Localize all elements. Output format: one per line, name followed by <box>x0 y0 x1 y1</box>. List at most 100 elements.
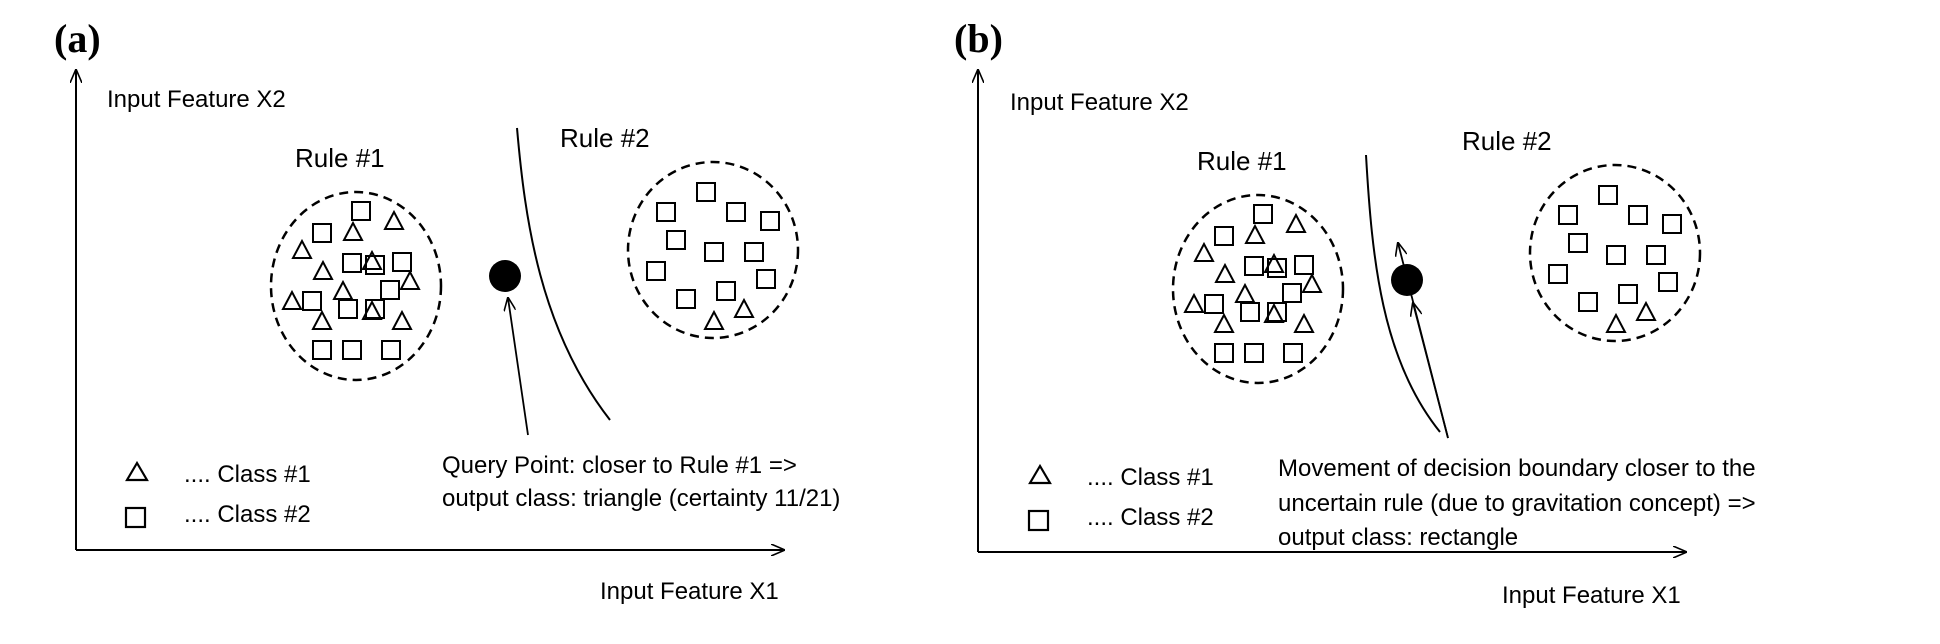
class-2-square <box>704 242 724 262</box>
class-1-triangle <box>361 299 383 320</box>
class-2-square <box>1244 343 1264 363</box>
class-1-triangle <box>1301 272 1323 293</box>
class-2-square <box>666 230 686 250</box>
class-1-triangle <box>1285 212 1307 233</box>
class-2-square <box>1548 264 1568 284</box>
class-2-square <box>726 202 746 222</box>
legend: .... Class #1 .... Class #2 <box>1027 463 1214 532</box>
class-2-square <box>312 340 332 360</box>
x-axis-label: Input Feature X1 <box>1502 582 1681 609</box>
decision-boundary <box>1365 154 1441 433</box>
decision-boundary <box>516 127 611 421</box>
class-2-square <box>1658 272 1678 292</box>
class-2-square <box>1628 205 1648 225</box>
class-1-triangle <box>1214 262 1236 283</box>
class-2-square <box>656 202 676 222</box>
class-1-triangle <box>1605 312 1627 333</box>
class-2-square <box>342 253 362 273</box>
class-1-triangle <box>391 309 413 330</box>
class-1-triangle <box>1183 292 1205 313</box>
class-2-square <box>351 201 371 221</box>
panel-b: (b) Input Feature X2 Input Feature X1 Ru… <box>954 16 1756 609</box>
class-2-square <box>1244 256 1264 276</box>
rule-1-points <box>281 201 421 360</box>
class-2-square <box>338 299 358 319</box>
class-2-square <box>1204 294 1224 314</box>
class-2-square <box>1646 245 1666 265</box>
class-2-square <box>312 223 332 243</box>
class-2-square <box>1214 343 1234 363</box>
query-point-arrow <box>508 298 529 436</box>
annotation-line-1: Query Point: closer to Rule #1 => <box>442 452 797 479</box>
class-2-square <box>380 280 400 300</box>
legend-class-1: .... Class #1 <box>184 461 311 488</box>
class-2-square <box>342 340 362 360</box>
class-2-square <box>392 252 412 272</box>
class-1-triangle <box>1635 300 1657 321</box>
y-axis-label: Input Feature X2 <box>1010 89 1189 116</box>
rule-2-points <box>1548 185 1682 333</box>
class-1-triangle <box>703 309 725 330</box>
boundary-movement-arrow <box>1398 243 1449 439</box>
class-2-square <box>302 291 322 311</box>
class-1-triangle <box>311 309 333 330</box>
class-1-triangle <box>1244 223 1266 244</box>
square-icon <box>124 506 147 529</box>
class-1-triangle <box>733 297 755 318</box>
rule-2-points <box>646 182 780 330</box>
class-1-triangle <box>1293 312 1315 333</box>
class-1-triangle <box>1263 252 1285 273</box>
class-2-square <box>646 261 666 281</box>
class-2-square <box>1558 205 1578 225</box>
class-1-triangle <box>1193 241 1215 262</box>
query-point <box>489 260 521 292</box>
class-2-square <box>1568 233 1588 253</box>
class-1-triangle <box>342 220 364 241</box>
rule-1-points <box>1183 204 1323 363</box>
annotation-line-2: uncertain rule (due to gravitation conce… <box>1278 490 1756 517</box>
class-1-triangle <box>399 269 421 290</box>
panel-label: (b) <box>954 16 1003 61</box>
class-2-square <box>1578 292 1598 312</box>
triangle-icon <box>125 460 149 482</box>
x-axis-label: Input Feature X1 <box>600 578 779 605</box>
annotation-line-1: Movement of decision boundary closer to … <box>1278 455 1756 482</box>
class-2-square <box>1662 214 1682 234</box>
class-2-square <box>1294 255 1314 275</box>
class-1-triangle <box>291 238 313 259</box>
class-1-triangle <box>1263 302 1285 323</box>
legend-class-2: .... Class #2 <box>1087 504 1214 531</box>
y-axis-label: Input Feature X2 <box>107 86 286 113</box>
class-1-triangle <box>361 249 383 270</box>
rule-2-region <box>1528 163 1702 343</box>
class-2-square <box>381 340 401 360</box>
class-2-square <box>1598 185 1618 205</box>
class-2-square <box>676 289 696 309</box>
class-2-square <box>760 211 780 231</box>
class-2-square <box>756 269 776 289</box>
class-2-square <box>1618 284 1638 304</box>
class-2-square <box>716 281 736 301</box>
rule-2-region <box>626 160 800 340</box>
class-1-triangle <box>312 259 334 280</box>
class-2-square <box>1282 283 1302 303</box>
triangle-icon <box>1028 463 1052 485</box>
class-1-triangle <box>281 289 303 310</box>
panel-a: (a) Input Feature X2 Input Feature X1 Ru… <box>54 16 840 605</box>
rule-1-region <box>1171 193 1345 385</box>
class-2-square <box>1240 302 1260 322</box>
rule-2-label: Rule #2 <box>1462 126 1552 156</box>
legend: .... Class #1 .... Class #2 <box>124 460 311 529</box>
class-2-square <box>1283 343 1303 363</box>
class-2-square <box>1606 245 1626 265</box>
class-2-square <box>1253 204 1273 224</box>
class-1-triangle <box>383 209 405 230</box>
class-2-square <box>696 182 716 202</box>
rule-2-label: Rule #2 <box>560 123 650 153</box>
rule-1-label: Rule #1 <box>1197 146 1287 176</box>
legend-class-2: .... Class #2 <box>184 501 311 528</box>
rule-1-region <box>269 190 443 382</box>
annotation-line-3: output class: rectangle <box>1278 524 1518 551</box>
legend-class-1: .... Class #1 <box>1087 464 1214 491</box>
